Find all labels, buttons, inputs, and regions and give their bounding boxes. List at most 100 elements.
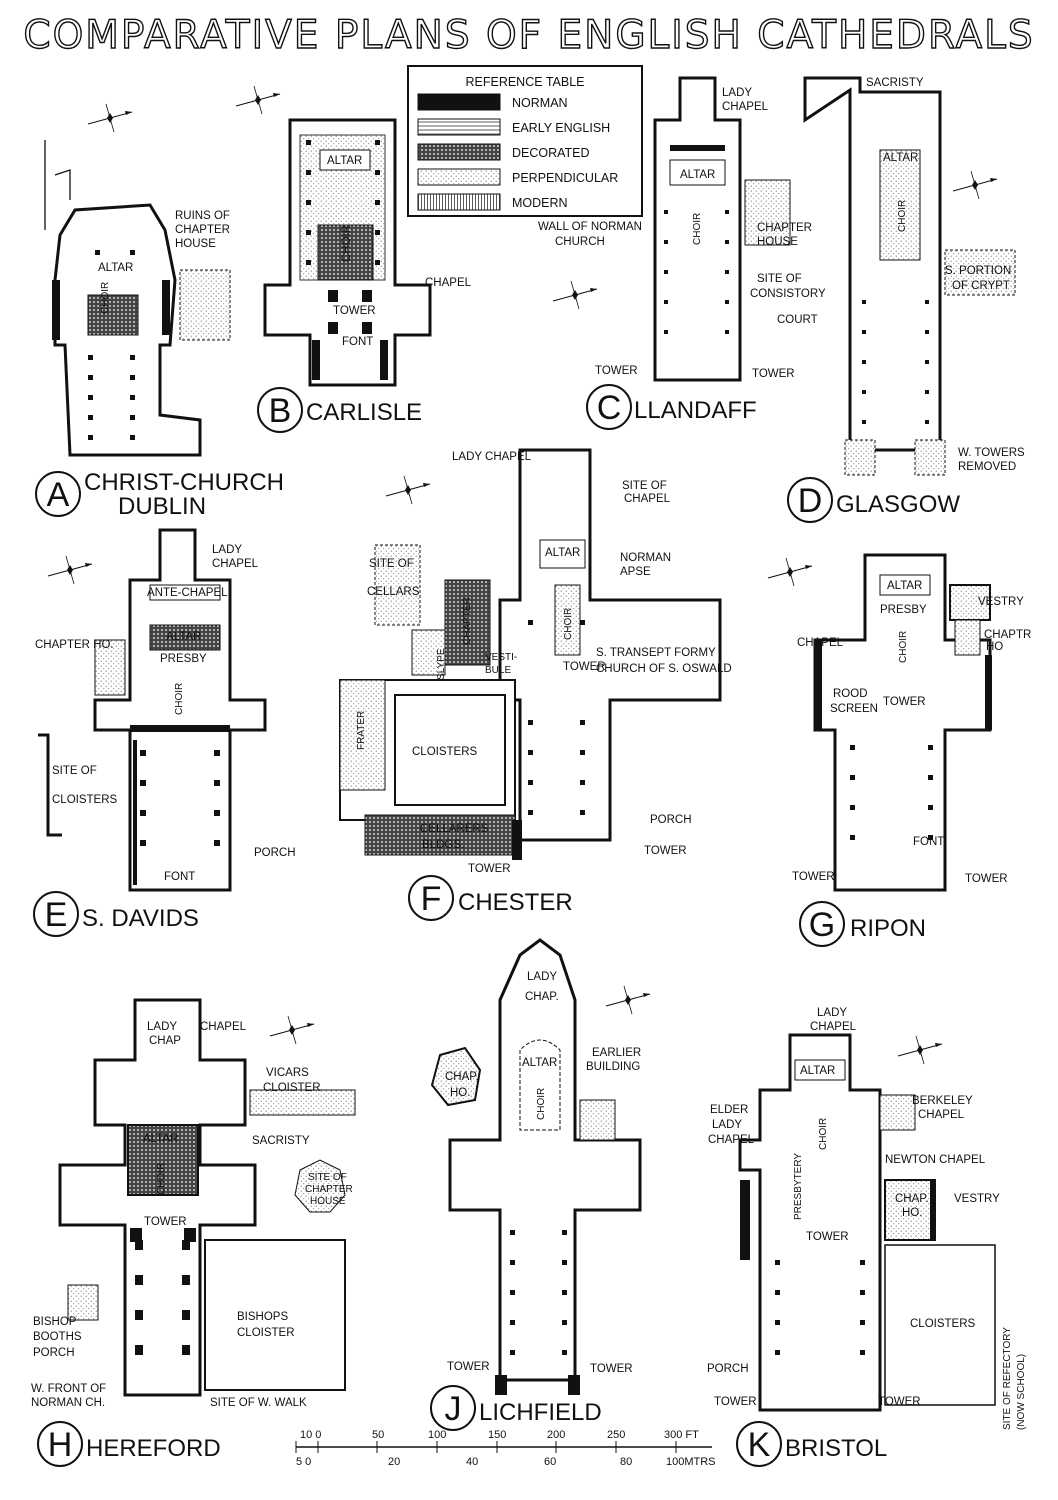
plan-d-name: GLASGOW [836, 491, 960, 518]
north-arrow-icon [897, 1035, 943, 1065]
plan-label: BULE [485, 665, 511, 676]
plan-label: NORMAN CH. [31, 1397, 105, 1409]
plan-label: CHOIR [156, 1163, 167, 1195]
plan-label: CHAP. [895, 1193, 929, 1205]
plan-label: CHAPTER [305, 1184, 353, 1195]
plan-label: CHOIR [341, 225, 353, 262]
plan-label: TOWER [714, 1396, 757, 1408]
plan-label: CONSISTORY [750, 288, 826, 300]
plan-label: 10 0 [300, 1429, 321, 1441]
north-arrow-icon [385, 475, 431, 505]
plan-h-name: HEREFORD [86, 1435, 221, 1462]
plan-label: ANTE-CHAPEL [147, 587, 228, 599]
plan-label: SITE OF [52, 765, 97, 777]
plan-label: 250 [607, 1429, 625, 1441]
plan-label: BUILDING [586, 1061, 640, 1073]
plan-label: BLDGS. [422, 839, 464, 851]
plan-label: ALTAR [545, 547, 580, 559]
plan-k-bristol: LADY CHAPEL ALTAR ELDER LADY CHAPEL BERK… [707, 1007, 1027, 1467]
plan-label: CHAPEL [212, 558, 259, 570]
plan-label: CHOIR [174, 683, 185, 715]
plan-label: ALTAR [98, 262, 133, 274]
plan-label: ELDER [710, 1104, 748, 1116]
plan-label: CHAPEL [425, 277, 472, 289]
plan-label: S. PORTION [945, 265, 1011, 277]
plan-label: CHOIR [692, 213, 703, 245]
plan-label: ALTAR [143, 1133, 178, 1145]
plan-label: FONT [913, 836, 944, 848]
plan-label: TOWER [883, 696, 926, 708]
plan-label: TOWER [878, 1396, 921, 1408]
plan-f-chester: LADY CHAPEL SITE OF CHAPEL ALTAR NORMAN … [339, 448, 732, 921]
plan-label: ALTAR [327, 155, 362, 167]
plan-label: CHAPTR [984, 629, 1031, 641]
plan-label: CHAPTER HO. [35, 639, 114, 651]
perpendicular-swatch [417, 168, 501, 186]
plan-label: CLOISTERS [910, 1318, 976, 1330]
plan-label: SACRISTY [866, 77, 924, 89]
plan-label: (NOW SCHOOL) [1016, 1354, 1027, 1430]
plan-label: VESTRY [954, 1193, 1000, 1205]
plan-label: TOWER [447, 1361, 490, 1373]
plan-f-name: CHESTER [458, 889, 573, 916]
plan-f-letter: F [421, 880, 442, 918]
plan-label: BISHOP [33, 1316, 77, 1328]
north-arrow-icon [235, 85, 281, 115]
plan-label: CLOISTERS [412, 746, 478, 758]
plan-label: SITE OF REFECTORY [1002, 1327, 1013, 1430]
plan-b-letter: B [269, 392, 292, 430]
plan-e-letter: E [45, 896, 68, 934]
plan-label: ALTAR [883, 152, 918, 164]
decorated-swatch [417, 143, 501, 161]
plan-label: PRESBY [880, 604, 927, 616]
plan-label: SITE OF [757, 273, 802, 285]
plan-j-lichfield: LADY CHAP. CHAP. HO. ALTAR EARLIER BUILD… [430, 938, 651, 1431]
plan-label: NORMAN [620, 552, 671, 564]
norman-swatch [417, 93, 501, 111]
plan-d-letter: D [798, 482, 823, 520]
plan-h-hereford: LADY CHAP CHAPEL VICARS CLOISTER ALTAR S… [31, 998, 356, 1467]
plan-label: CLOISTER [263, 1082, 321, 1094]
plan-label: CHAP. [525, 991, 559, 1003]
plan-label: CHOIR [100, 282, 111, 314]
plan-label: TOWER [144, 1216, 187, 1228]
plan-label: CLOISTER [237, 1327, 295, 1339]
plan-label: TOWER [644, 845, 687, 857]
plan-c-llandaff: LADY CHAPEL ALTAR CHOIR WALL OF NORMAN C… [538, 76, 826, 430]
plan-g-ripon: ALTAR PRESBY VESTRY CHAPEL CHOIR CHAPTR … [767, 553, 1031, 947]
reference-entry-early-english: EARLY ENGLISH [512, 121, 610, 135]
plan-label: BOOTHS [33, 1331, 82, 1343]
plan-label: CHAPTER [757, 222, 812, 234]
plan-label: CHAPEL [722, 101, 769, 113]
plan-label: HOUSE [757, 236, 798, 248]
plan-label: HO [986, 641, 1003, 653]
plan-label: LADY [712, 1119, 742, 1131]
plan-k-letter: K [748, 1426, 771, 1464]
modern-swatch [417, 193, 501, 211]
plan-label: TOWER [806, 1231, 849, 1243]
plan-label: HO. [450, 1087, 470, 1099]
early-english-swatch [417, 118, 501, 136]
plan-label: LADY [817, 1007, 847, 1019]
plan-label: LADY [147, 1021, 177, 1033]
plan-h-letter: H [48, 1426, 73, 1464]
plan-label: ROOD [833, 688, 868, 700]
plan-label: TOWER [590, 1363, 633, 1375]
plan-k-name: BRISTOL [785, 1435, 887, 1462]
north-arrow-icon [552, 280, 598, 310]
plan-label: CHAPEL [797, 637, 844, 649]
plan-label: CHAPEL [200, 1021, 247, 1033]
plan-label: PRESBYTERY [793, 1153, 804, 1220]
plan-b-carlisle: ALTAR CHOIR CHAPEL TOWER FONT B CARLISLE [235, 85, 472, 433]
plan-label: CHAPTER [175, 224, 230, 236]
plan-label: SITE OF [369, 558, 414, 570]
plan-label: CHURCH [555, 236, 605, 248]
plan-label: LADY CHAPEL [452, 451, 532, 463]
north-arrow-icon [47, 555, 93, 585]
plan-label: CHOIR [818, 1118, 829, 1150]
plan-label: FONT [342, 336, 373, 348]
plan-label: PORCH [650, 814, 692, 826]
plan-label: CLOISTERS [52, 794, 118, 806]
plan-a-name-2: DUBLIN [118, 493, 206, 520]
